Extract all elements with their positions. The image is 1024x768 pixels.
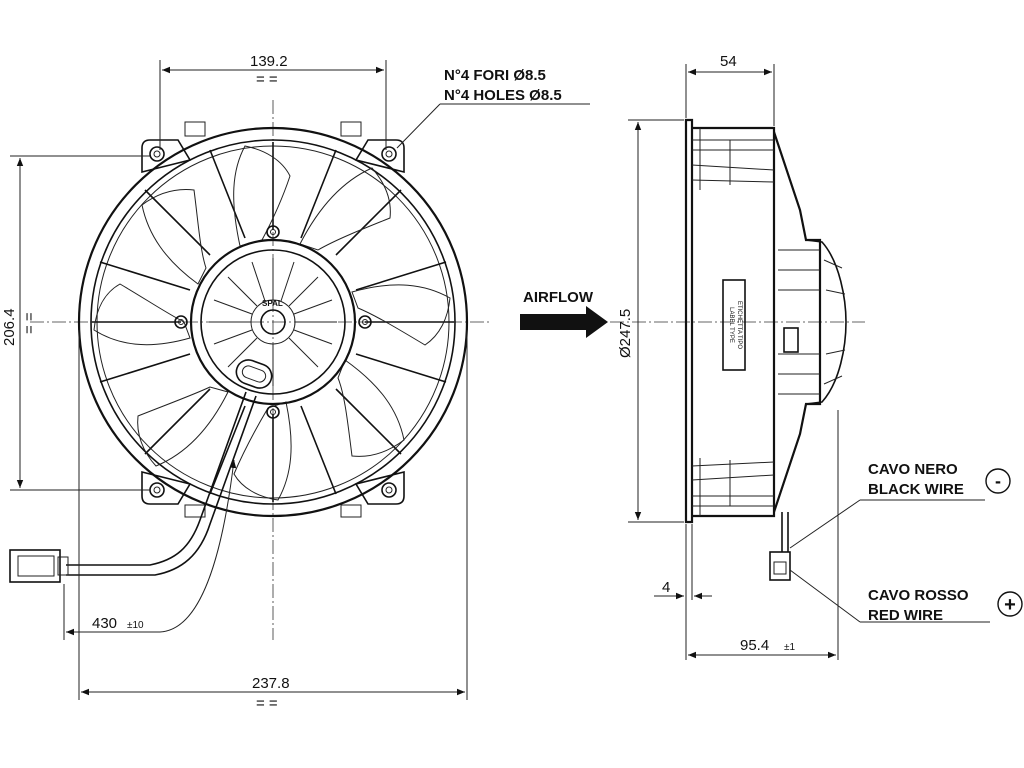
power-cable bbox=[9, 391, 257, 583]
connector-body bbox=[9, 549, 61, 583]
minus-icon bbox=[985, 468, 1011, 494]
shroud-flange bbox=[684, 118, 694, 524]
dim-height-value: 206.4 bbox=[1, 308, 18, 346]
dim-diameter-value: Ø247.5 bbox=[617, 309, 634, 358]
shroud-ribs bbox=[691, 128, 775, 516]
fan-blades bbox=[93, 145, 451, 501]
dim-cable-length: 430 ±10 bbox=[63, 459, 237, 640]
dim-diameter: Ø247.5 bbox=[617, 119, 684, 523]
shroud-body bbox=[692, 126, 776, 518]
dim-flange-value: 4 bbox=[662, 579, 670, 596]
holes-note-english: N°4 HOLES Ø8.5 bbox=[444, 87, 562, 104]
black-wire-sign: - bbox=[995, 471, 1001, 491]
airflow-label: AIRFLOW bbox=[523, 289, 594, 306]
airflow-arrow-icon bbox=[520, 306, 608, 338]
black-wire-italian: CAVO NERO bbox=[868, 461, 958, 478]
black-wire-callout: CAVO NERO BLACK WIRE - bbox=[789, 461, 1011, 549]
dim-flange: 4 bbox=[654, 524, 712, 660]
dim-hole-spacing-symmetry: = = bbox=[256, 71, 278, 88]
dim-overall-depth: 95.4 ±1 bbox=[688, 410, 839, 660]
dim-width-value: 237.8 bbox=[252, 675, 290, 692]
holes-note-italian: N°4 FORI Ø8.5 bbox=[444, 67, 546, 84]
red-wire-sign: + bbox=[1004, 594, 1016, 616]
shroud-outer-ring bbox=[77, 126, 469, 518]
motor-hub: SPAL bbox=[174, 225, 372, 419]
dim-cable-length-value: 430 bbox=[92, 615, 117, 632]
dim-overall-depth-value: 95.4 bbox=[740, 637, 769, 654]
side-connector bbox=[769, 551, 791, 581]
red-wire-italian: CAVO ROSSO bbox=[868, 587, 969, 604]
holes-note: N°4 FORI Ø8.5 N°4 HOLES Ø8.5 bbox=[396, 67, 590, 149]
type-label-english: LABEL TYPE bbox=[728, 307, 734, 343]
dim-height: 206.4 = = bbox=[1, 155, 150, 491]
red-wire-callout: CAVO ROSSO RED WIRE + bbox=[789, 569, 1023, 624]
dim-width-symmetry: = = bbox=[256, 695, 278, 712]
dim-height-symmetry: = = bbox=[21, 312, 38, 334]
dim-depth-value: 54 bbox=[720, 53, 737, 70]
dim-depth: 54 bbox=[685, 53, 775, 126]
red-wire-english: RED WIRE bbox=[868, 607, 943, 624]
dim-hole-spacing: 139.2 = = bbox=[159, 53, 387, 150]
airflow-indicator: AIRFLOW bbox=[520, 289, 608, 338]
motor-fins bbox=[778, 249, 846, 395]
motor-housing bbox=[772, 131, 822, 513]
type-label-italian: ETICHETTA TIPO bbox=[736, 301, 742, 349]
type-label-box bbox=[722, 279, 746, 371]
black-wire-english: BLACK WIRE bbox=[868, 481, 964, 498]
shroud-inner-ring bbox=[90, 139, 456, 505]
side-view: ETICHETTA TIPO LABEL TYPE 54 Ø247.5 4 bbox=[610, 53, 1023, 660]
plus-icon bbox=[997, 591, 1023, 617]
front-view: SPAL 139.2 = = bbox=[1, 53, 590, 712]
dim-cable-length-tolerance: ±10 bbox=[127, 620, 144, 631]
motor-cap bbox=[805, 239, 847, 405]
dim-overall-depth-tolerance: ±1 bbox=[784, 642, 795, 653]
dim-hole-spacing-value: 139.2 bbox=[250, 53, 288, 70]
hub-brand-label: SPAL bbox=[262, 299, 283, 308]
